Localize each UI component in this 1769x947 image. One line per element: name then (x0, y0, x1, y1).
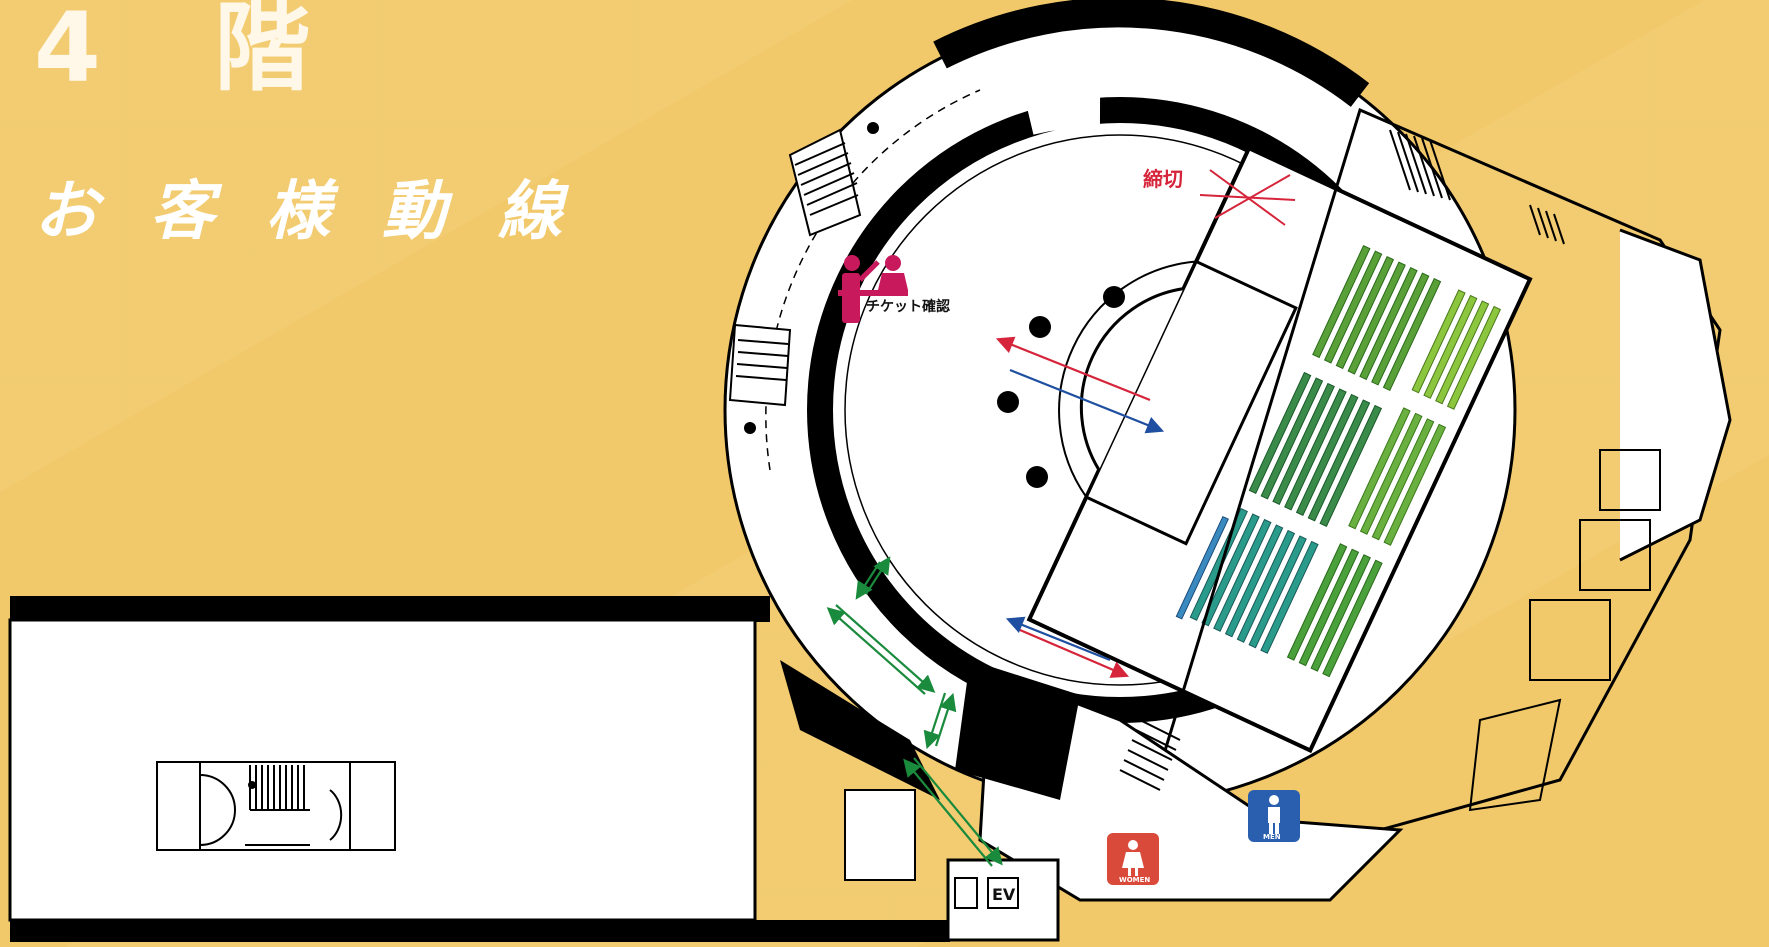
stage-apron (1079, 287, 1184, 471)
ticket-check: チケット確認 (838, 255, 950, 323)
ticket-check-staff-icon (838, 255, 908, 323)
ticket-check-label: チケット確認 (866, 298, 950, 315)
women-restroom-icon[interactable]: WOMEN (1107, 833, 1159, 885)
annex-top-wall (10, 596, 770, 622)
auditorium (1026, 145, 1533, 754)
page-subtitle: お客様動線 (34, 175, 614, 249)
seating-area (1175, 245, 1502, 678)
annex-bottom-wall (10, 920, 950, 942)
women-restroom-label: WOMEN (1119, 876, 1150, 884)
elevator-icon[interactable]: EV (946, 858, 1060, 942)
outer-thick-wall (933, 0, 1370, 107)
elevator-label: EV (992, 885, 1016, 904)
men-restroom-icon[interactable]: MEN (1248, 790, 1300, 842)
floor-title: 4 階 (34, 0, 351, 104)
men-restroom-label: MEN (1263, 833, 1281, 841)
annex-stairwell (156, 761, 396, 851)
green-visitor-route (826, 556, 1003, 867)
south-stairs (1119, 719, 1181, 791)
closed-cross-icon (1199, 169, 1296, 226)
closed-entrance: 締切 (1143, 167, 1296, 226)
closed-label: 締切 (1143, 167, 1183, 191)
annex-building (8, 596, 950, 942)
red-stage-route (995, 336, 1165, 678)
northeast-stairs (1389, 129, 1565, 245)
south-lobby: EV (780, 660, 1404, 942)
west-stairs (728, 128, 862, 407)
stage-pillars (997, 286, 1125, 488)
